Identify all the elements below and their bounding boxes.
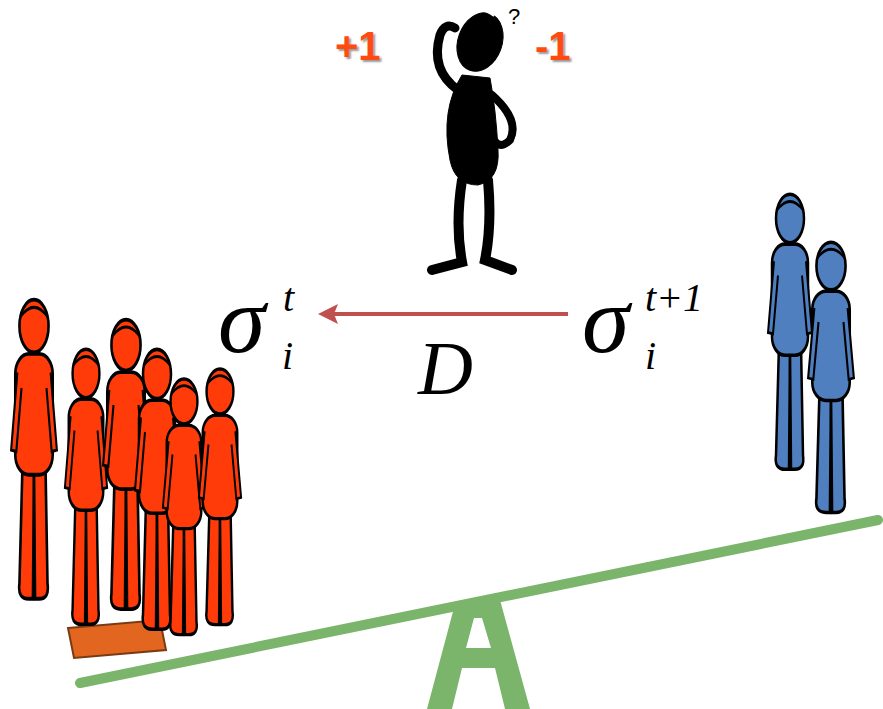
label-holder: t <box>283 278 294 318</box>
superscript: t <box>283 278 294 318</box>
label-holder: -1 <box>535 26 571 66</box>
arrow-label: D <box>418 330 473 406</box>
thinking-figure <box>432 6 513 270</box>
subscript: i <box>282 336 293 376</box>
blue-pair <box>768 194 854 512</box>
label-holder: +1 <box>335 26 381 66</box>
d-arrow <box>334 312 568 316</box>
label-holder: i <box>282 336 293 376</box>
label-holder: ? <box>508 6 520 28</box>
label-holder: i <box>645 336 656 376</box>
superscript: t+1 <box>645 278 703 318</box>
label-holder: t+1 <box>645 278 703 318</box>
spin-symbol: σ <box>218 272 265 368</box>
value-label: +1 <box>335 26 381 66</box>
spin-symbol: σ <box>582 272 629 368</box>
red-crowd <box>11 300 241 635</box>
seesaw-fulcrum <box>427 600 530 709</box>
question-mark: ? <box>508 6 520 28</box>
label-holder: D <box>418 330 473 406</box>
label-holder: σ <box>582 272 629 368</box>
arrow-head <box>318 304 338 324</box>
label-holder: σ <box>218 272 265 368</box>
subscript: i <box>645 336 656 376</box>
value-label: -1 <box>535 26 571 66</box>
